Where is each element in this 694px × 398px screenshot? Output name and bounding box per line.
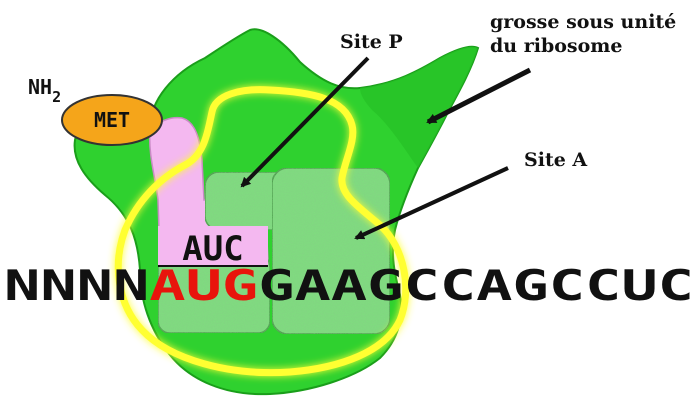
nh2-main: NH xyxy=(28,75,52,99)
nh2-subscript: 2 xyxy=(52,88,61,106)
large-subunit-label-line2: du ribosome xyxy=(490,35,622,57)
mrna-leading: NNNN xyxy=(4,261,149,310)
mrna-start-codon: AUG xyxy=(149,261,258,310)
nh2-label: NH2 xyxy=(28,75,61,106)
large-subunit-label-line1: grosse sous unité xyxy=(490,11,676,33)
site-a-label: Site A xyxy=(524,149,587,171)
mrna-trailing: GAAGCCAGCCUC xyxy=(258,261,694,310)
met-label: MET xyxy=(94,108,130,132)
site-p-label: Site P xyxy=(340,31,403,53)
